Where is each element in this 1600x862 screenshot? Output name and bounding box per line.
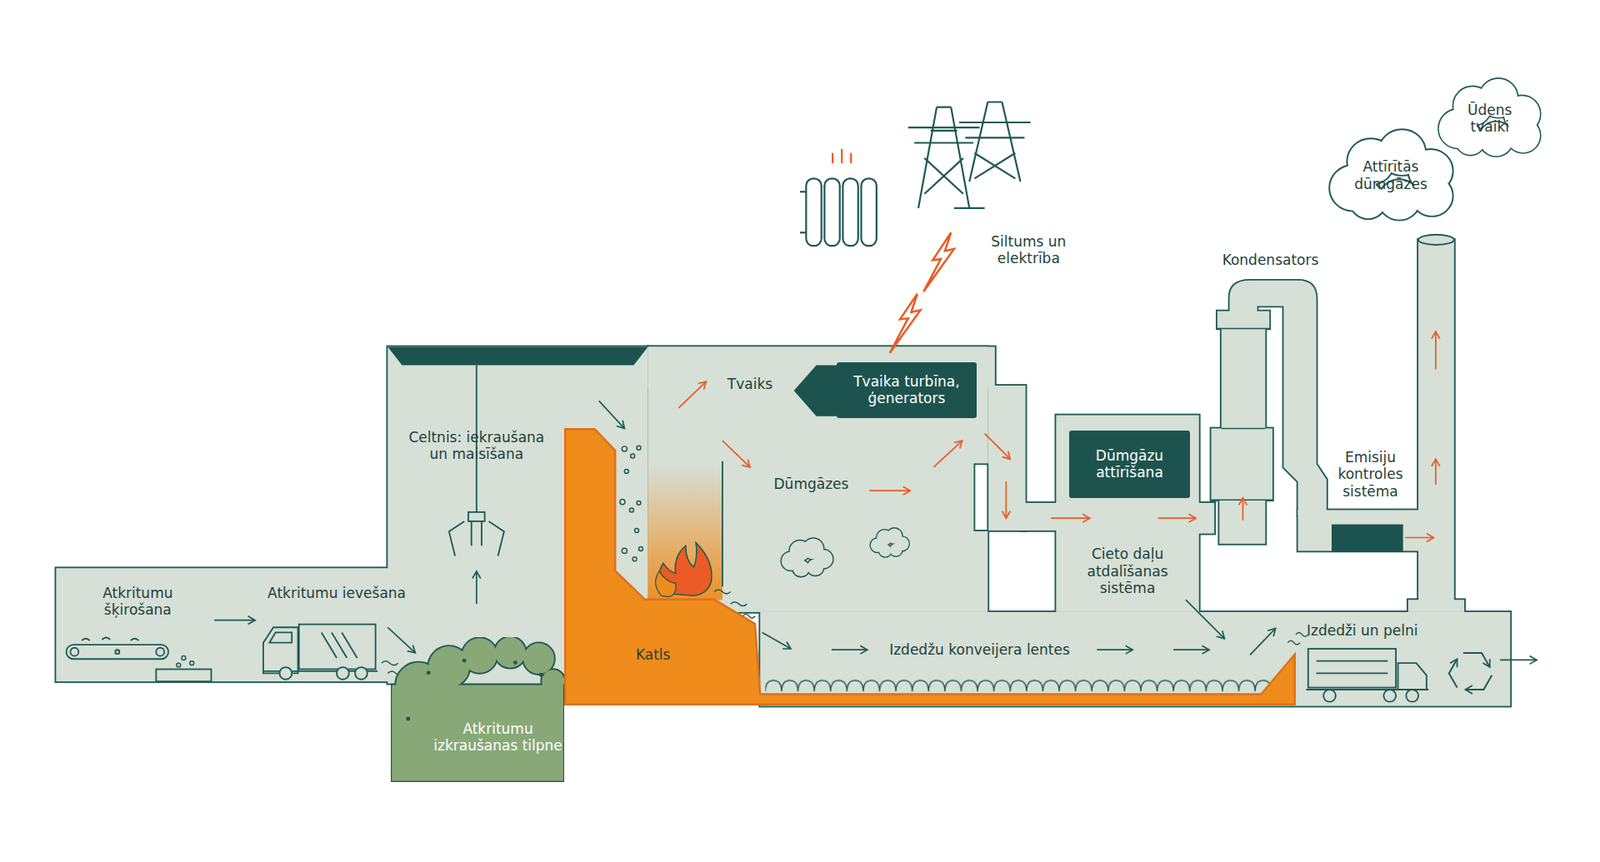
plant-label: Emisiju kontroles sistēma xyxy=(1319,449,1421,500)
recycle-symbol xyxy=(1449,653,1492,690)
node-text: Ūdens tvaiki xyxy=(1449,101,1531,136)
conveyor-sorting xyxy=(66,638,212,683)
building xyxy=(55,235,1510,707)
node-text: Dūmgāzu attīrīšana xyxy=(1074,447,1185,482)
radiator xyxy=(800,149,877,246)
turbine-box: Tvaika turbīna, ģenerators xyxy=(836,362,977,419)
lightning xyxy=(890,232,955,354)
plant-label: Celtnis: iekraušana un maisīšana xyxy=(405,429,548,464)
hopper-shape xyxy=(390,637,565,783)
node-text: Atkritumu izkraušanas tilpne xyxy=(426,720,570,755)
plant-label: Tvaiks xyxy=(709,375,791,393)
emission-filter xyxy=(1331,525,1404,553)
plant-label: Atkritumu šķirošana xyxy=(77,585,198,620)
process-arrows xyxy=(214,400,1537,660)
gas-arrows xyxy=(678,331,1436,538)
ash-truck xyxy=(1305,649,1429,703)
plant-label: Cieto daļu atdalīšanas sistēma xyxy=(1071,545,1185,597)
cloud-node: Attīrītās dūmgāzes xyxy=(1323,127,1460,223)
node-text: Tvaika turbīna, ģenerators xyxy=(841,373,972,408)
turbine-arrow xyxy=(794,365,837,416)
plant-label: Kondensators xyxy=(1199,251,1342,269)
hopper-node: Atkritumu izkraušanas tilpne xyxy=(390,637,565,783)
garbage-truck xyxy=(263,625,378,680)
power-pylons xyxy=(908,101,1031,208)
node-text: Katls xyxy=(607,646,700,664)
smoke-clouds xyxy=(781,528,910,577)
cleaning-box: Dūmgāzu attīrīšana xyxy=(1069,430,1190,499)
plant-label: Izdedži un pelni xyxy=(1275,622,1450,640)
plant-label: Siltums un elektrība xyxy=(971,233,1086,268)
slag-bed xyxy=(765,675,1288,693)
plant-label: Dūmgāzes xyxy=(755,475,868,493)
plant-label: Izdedžu konveijera lentes xyxy=(841,641,1118,659)
plant-label: Atkritumu ievešana xyxy=(235,585,440,602)
cloud-node: Ūdens tvaiki xyxy=(1433,76,1546,159)
fire-chamber xyxy=(648,461,723,601)
node-text: Attīrītās dūmgāzes xyxy=(1340,158,1442,193)
